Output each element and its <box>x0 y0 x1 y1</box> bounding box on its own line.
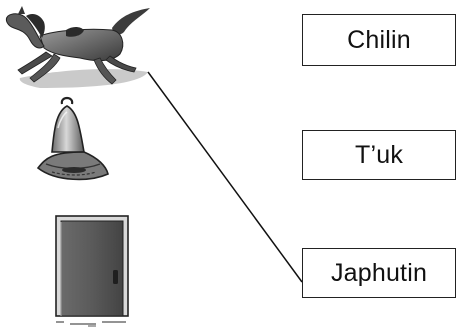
word-label-tuk: T’uk <box>354 140 404 169</box>
word-box-tuk: T’uk <box>302 130 456 180</box>
match-line <box>147 71 303 283</box>
word-box-chilin: Chilin <box>302 14 456 66</box>
door-icon <box>55 215 129 327</box>
word-label-japhutin: Japhutin <box>330 258 428 287</box>
word-box-japhutin: Japhutin <box>302 248 456 298</box>
bell-icon <box>36 96 109 181</box>
horse-icon <box>5 6 150 88</box>
word-label-chilin: Chilin <box>347 25 411 54</box>
